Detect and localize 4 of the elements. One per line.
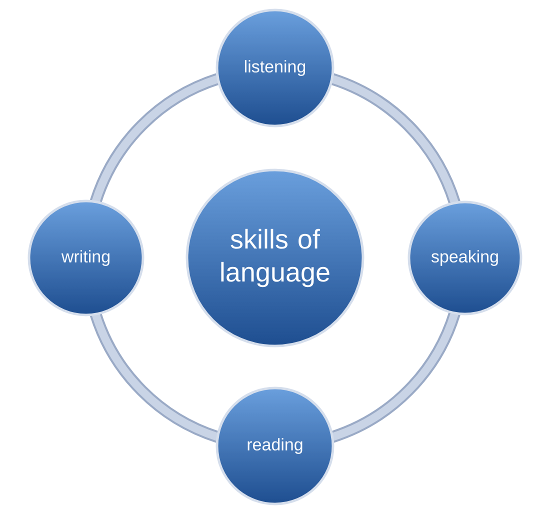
- ring-arc: [330, 311, 460, 443]
- ring-arc: [330, 73, 460, 205]
- ring-arc: [90, 73, 220, 204]
- ring-arc: [90, 312, 220, 443]
